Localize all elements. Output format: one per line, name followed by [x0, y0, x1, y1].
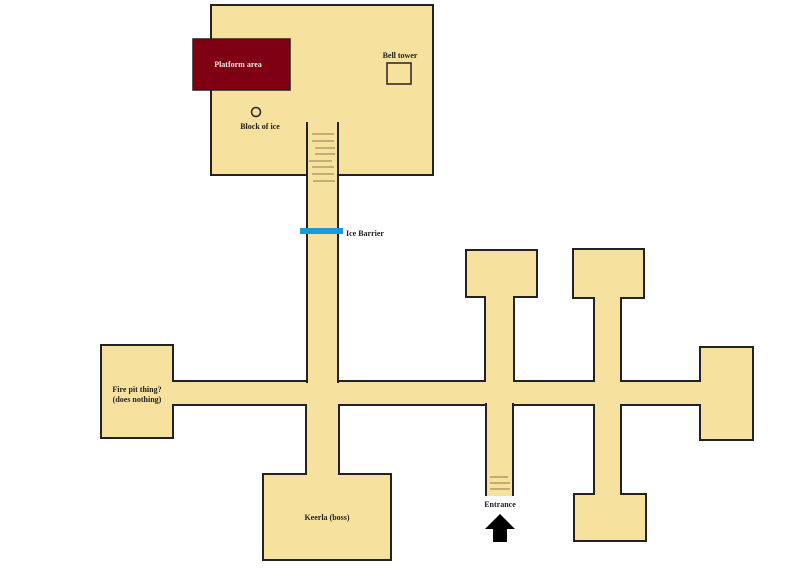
bell-tower: [386, 62, 412, 85]
fire-pit-label-line1: Fire pit thing?: [112, 385, 161, 394]
ice-barrier: [300, 228, 343, 234]
ice-corridor: [307, 122, 338, 392]
entrance-label: Entrance: [484, 500, 516, 509]
entrance-arrow-icon: [485, 514, 515, 542]
entrance-corridor: [486, 395, 513, 496]
stairs-entrance: [490, 476, 510, 490]
stairs-north: [309, 133, 335, 182]
fire-pit-label-line2: (does nothing): [113, 395, 162, 404]
block-of-ice-label: Block of ice: [240, 122, 280, 131]
bell-tower-label: Bell tower: [383, 51, 418, 60]
ice-barrier-label: Ice Barrier: [346, 229, 384, 238]
block-of-ice-icon: [250, 106, 262, 118]
platform-area: [192, 38, 291, 91]
platform-area-label: Platform area: [214, 60, 262, 69]
boss-label: Keerla (boss): [304, 513, 349, 522]
